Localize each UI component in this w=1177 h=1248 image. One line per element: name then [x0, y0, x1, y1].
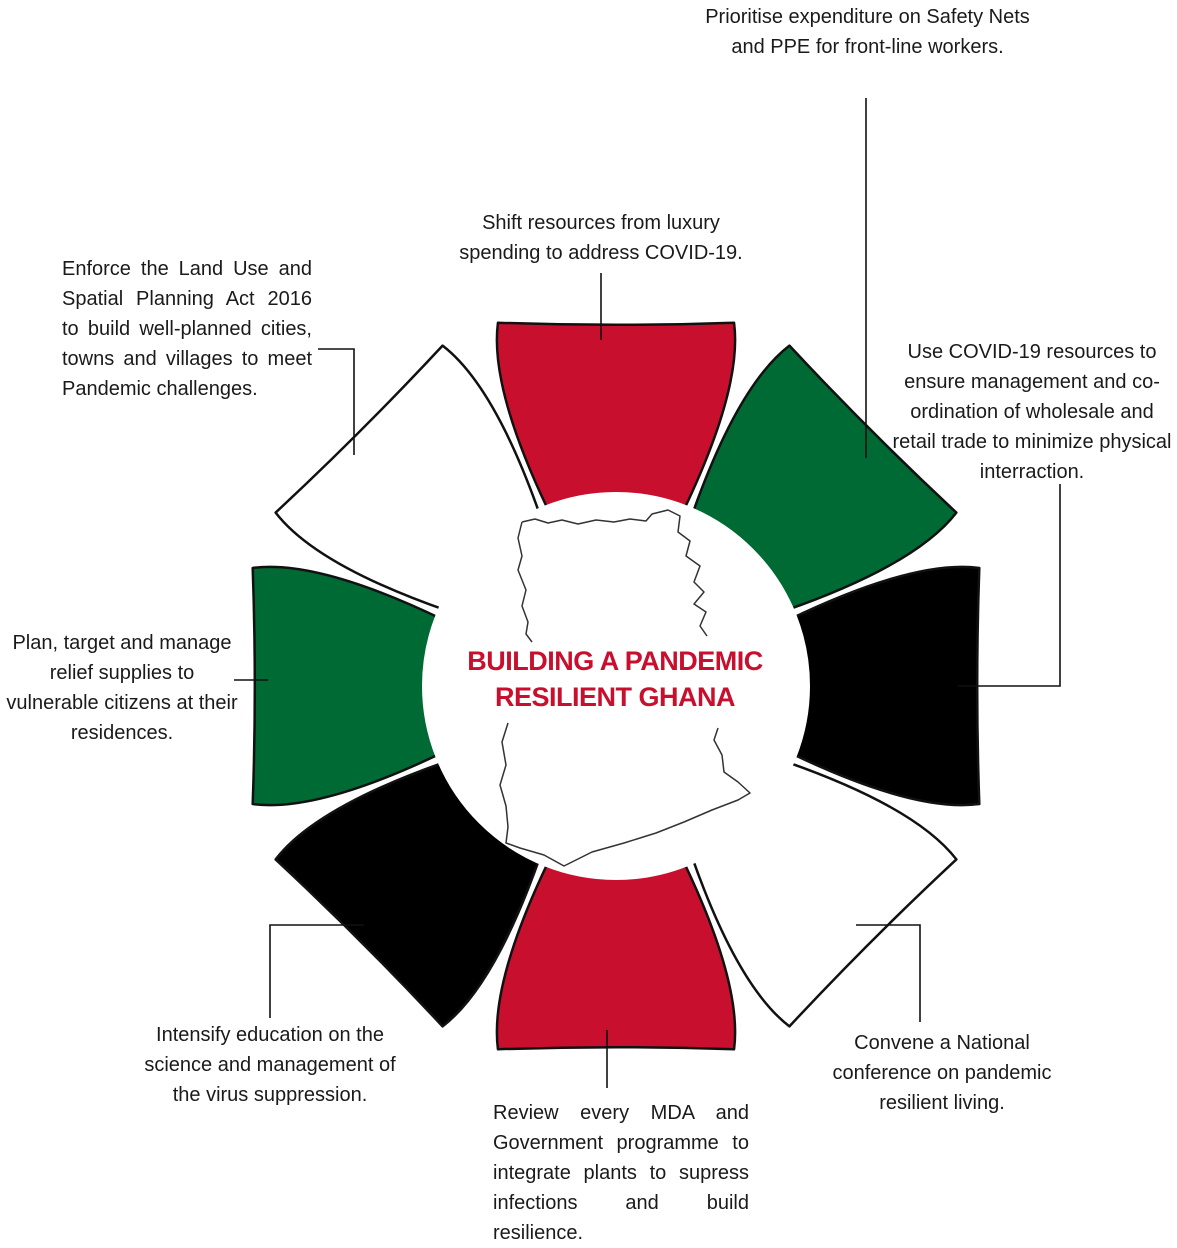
center-title-line2: RESILIENT GHANA: [494, 682, 736, 712]
connector-top-left: [318, 348, 355, 455]
label-bottom-left: Intensify education on the science and m…: [144, 1024, 396, 1106]
center-title-line1: BUILDING A PANDEMIC: [467, 646, 763, 676]
connector-lines: [234, 98, 1061, 1088]
ghana-map-outline: [499, 509, 751, 867]
label-top-right: Prioritise expenditure on Safety Nets an…: [705, 6, 1030, 58]
center-title: BUILDING A PANDEMIC RESILIENT GHANA: [425, 643, 805, 715]
label-bottom: Review every MDA and Government programm…: [493, 1102, 749, 1244]
label-top-left: Enforce the Land Use and Spatial Plannin…: [62, 258, 312, 400]
segment-right: [788, 565, 981, 807]
segment-bottom-left: [274, 760, 542, 1028]
segment-top-left: [274, 344, 542, 612]
label-bottom-right: Convene a National conference on pandemi…: [832, 1032, 1052, 1114]
connector-right: [958, 484, 1061, 687]
segment-top: [495, 321, 737, 514]
label-top: Shift resources from luxury spending to …: [459, 212, 743, 264]
center-circle: [422, 492, 810, 880]
segment-left: [251, 565, 444, 807]
connector-bottom-left: [269, 924, 364, 1018]
connector-bottom-right: [856, 924, 921, 1022]
segment-top-right: [690, 344, 958, 612]
segment-bottom-right: [690, 760, 958, 1028]
segment-bottom: [495, 858, 737, 1051]
label-right: Use COVID-19 resources to ensure managem…: [892, 341, 1172, 483]
label-left: Plan, target and manage relief supplies …: [6, 632, 238, 744]
